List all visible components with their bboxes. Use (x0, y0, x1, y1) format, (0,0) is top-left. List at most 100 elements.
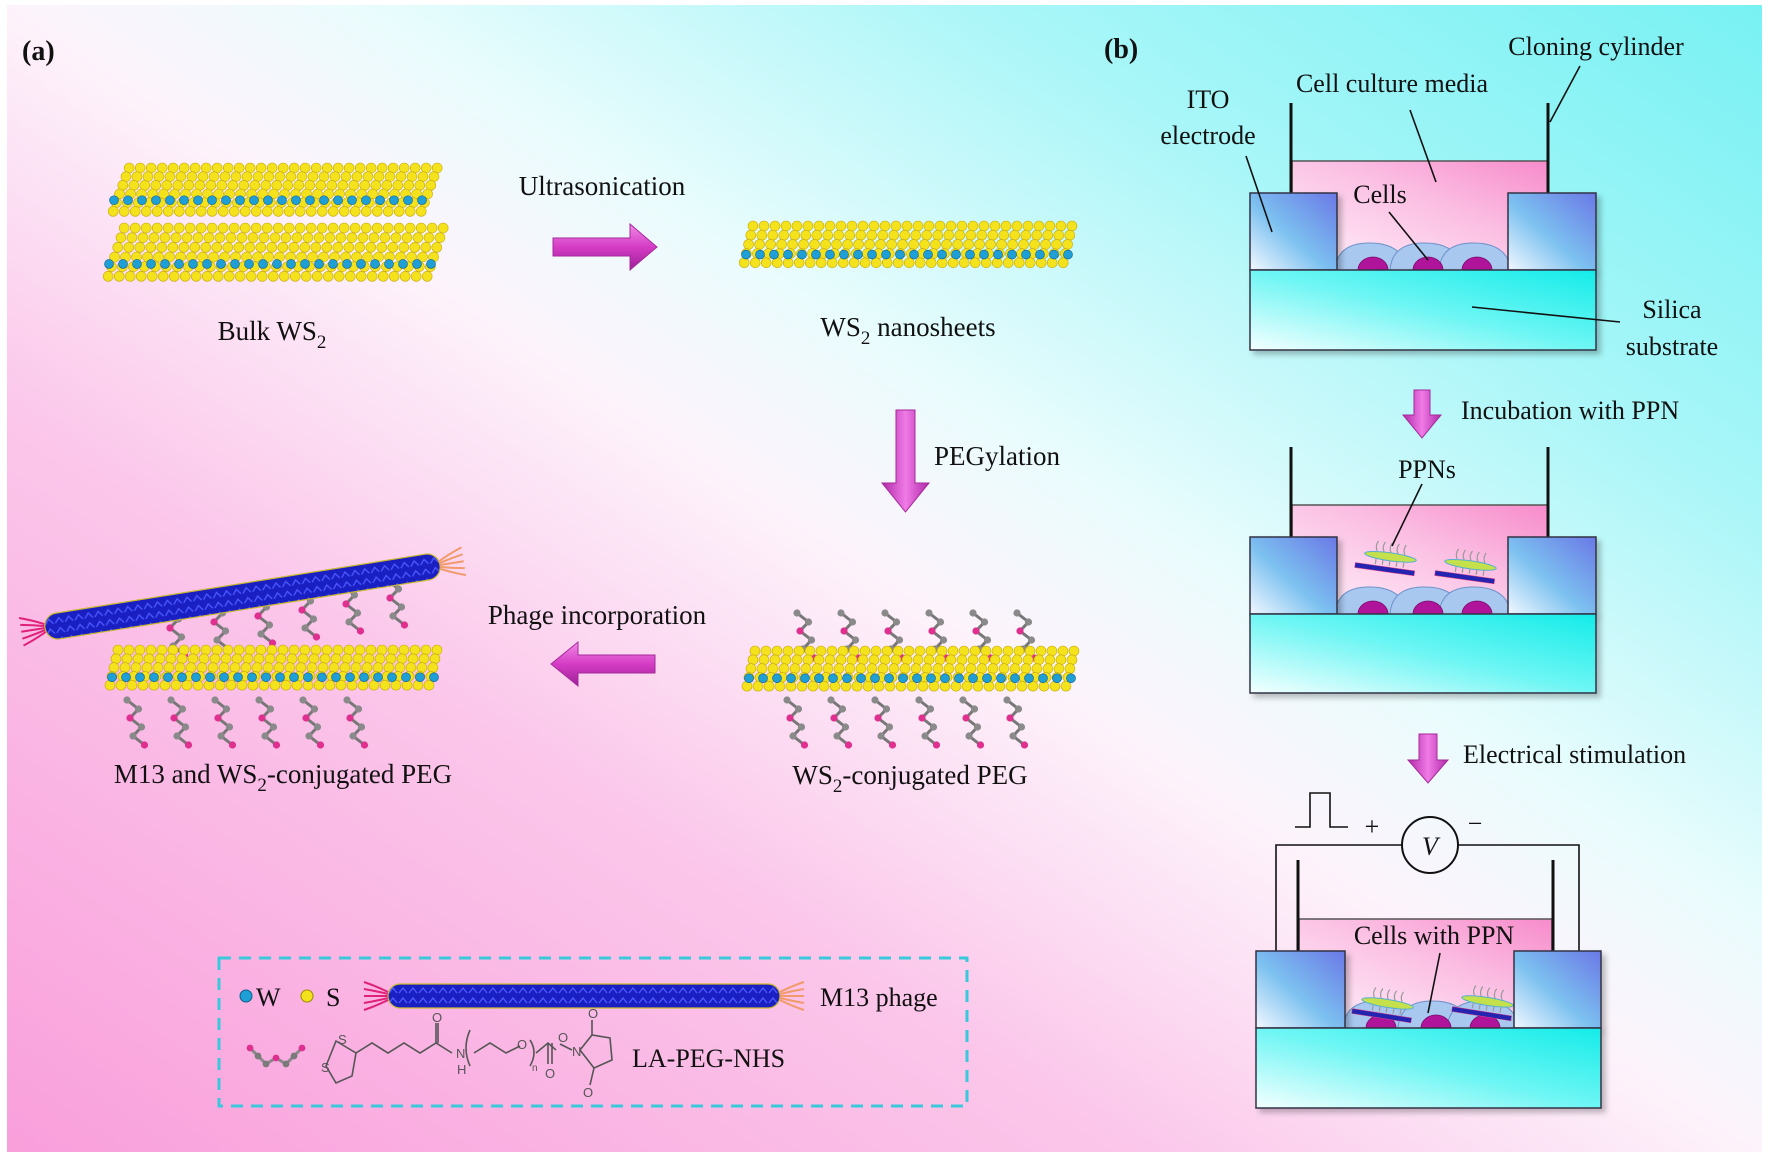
down-arrow-icon (1406, 733, 1450, 784)
svg-text:O: O (583, 1085, 593, 1100)
left-arrow-icon (550, 640, 656, 688)
peg-chain (1003, 696, 1029, 749)
legend-border (217, 956, 969, 1108)
cloning-cylinder-label: Cloning cylinder (1508, 32, 1684, 61)
peg-chain (167, 696, 193, 749)
culture-chamber-initial (1249, 103, 1597, 351)
ito-label-line2: electrode (1160, 121, 1255, 150)
cells (1334, 586, 1512, 615)
legend-w-label: W (256, 983, 281, 1012)
m13-ws2-peg-complex (18, 546, 467, 749)
legend-box: W S M13 phage (217, 956, 969, 1108)
ito-electrode-left (1249, 192, 1338, 271)
peg-molecule-icon (246, 1044, 306, 1068)
ws2-nanosheet (738, 220, 1078, 269)
ppn-phage (1451, 1006, 1512, 1022)
m13-phage (18, 546, 467, 647)
legend-la-peg-nhs-label: LA-PEG-NHS (632, 1044, 785, 1073)
peg-chain (211, 696, 237, 749)
bulk-ws2-crystal (102, 162, 449, 282)
peg-chain (915, 696, 941, 749)
la-peg-nhs-structure (325, 1020, 613, 1086)
plus-sign: + (1365, 812, 1380, 841)
peg-chain (959, 696, 985, 749)
m13-phage-icon (363, 981, 805, 1011)
ws2-layer (104, 644, 443, 691)
incubation-label: Incubation with PPN (1461, 396, 1679, 425)
cloning-cylinder-pointer (1549, 65, 1581, 123)
cells-with-ppn-pointer (1427, 952, 1441, 1014)
ppn-particle (1351, 987, 1414, 1024)
cell-culture-media-label: Cell culture media (1296, 69, 1489, 98)
ito-electrode-left (1255, 950, 1346, 1029)
ws2-layer (738, 220, 1078, 269)
s-atom-icon (300, 989, 314, 1003)
ultrasonication-label: Ultrasonication (519, 171, 686, 201)
panel-b-label: (b) (1104, 34, 1138, 65)
svg-text:N: N (572, 1044, 581, 1059)
ito-electrode-right (1507, 536, 1597, 615)
cells (1334, 242, 1512, 271)
svg-text:O: O (558, 1030, 568, 1045)
ito-label-line1: ITO (1187, 85, 1230, 114)
cell-nucleus (1412, 600, 1444, 615)
right-arrow-icon (552, 222, 658, 272)
ito-electrode-right (1507, 192, 1597, 271)
pegylation-label: PEGylation (934, 441, 1060, 471)
cell-nucleus (1412, 256, 1444, 271)
peg-chain (295, 588, 321, 641)
voltmeter-icon (1401, 816, 1459, 874)
ppn-phage (1354, 562, 1416, 577)
peg-chain (299, 696, 325, 749)
minus-sign: − (1468, 809, 1483, 838)
peg-chain (123, 696, 149, 749)
svg-text:N: N (456, 1046, 465, 1061)
ppn-particle (1451, 985, 1514, 1022)
culture-chamber-incubation (1249, 447, 1597, 694)
cell-nucleus (1357, 600, 1389, 615)
electrical-stimulation-label: Electrical stimulation (1463, 740, 1686, 769)
ws2-peg-sheet (741, 609, 1080, 749)
down-arrow-icon (1401, 389, 1443, 439)
culture-chamber-stimulation (1255, 860, 1602, 1109)
circuit-wire (1275, 844, 1580, 952)
legend-m13-label: M13 phage (820, 983, 938, 1012)
la-peg-nhs-atoms: S S O N H O n O O N O O (321, 1006, 598, 1100)
ws2-nanosheets-label: WS2 nanosheets (820, 312, 995, 349)
cells-label: Cells (1353, 180, 1406, 209)
ito-pointer (1245, 155, 1273, 233)
m13-ws2-peg-label: M13 and WS2-conjugated PEG (114, 759, 452, 796)
panel-a-label: (a) (22, 36, 55, 67)
media-pointer (1409, 109, 1437, 183)
cell-nucleus (1420, 1014, 1452, 1029)
stimulation-circuit: + − V (1275, 792, 1580, 952)
silica-substrate (1249, 613, 1597, 694)
m13-phage (363, 981, 805, 1011)
panel-a: (a) Bulk WS2 Ultrasonication WS2 nanoshe… (18, 36, 1080, 1108)
ppn-particle (1354, 540, 1417, 577)
cells-pointer (1388, 211, 1429, 261)
silica-pointer (1471, 306, 1621, 323)
peg-chain (255, 696, 281, 749)
peg-chain (343, 696, 369, 749)
voltmeter-label: V (1422, 832, 1441, 861)
cell-nucleus (1357, 256, 1389, 271)
ppns-label: PPNs (1398, 455, 1456, 484)
ws2-layer (107, 162, 443, 217)
svg-text:O: O (545, 1066, 555, 1081)
svg-text:H: H (457, 1062, 466, 1077)
ito-electrode-right (1513, 950, 1602, 1029)
ws2-conjugated-peg-label: WS2-conjugated PEG (792, 760, 1027, 797)
pulse-waveform-icon (1295, 792, 1348, 828)
ppns-pointer (1391, 483, 1423, 547)
ppn-particle (1434, 548, 1497, 585)
peg-chain (827, 696, 853, 749)
ws2-layer (102, 222, 449, 282)
peg-chain (783, 696, 809, 749)
ppn-phage (1351, 1008, 1412, 1024)
down-arrow-icon (880, 409, 931, 513)
svg-text:n: n (532, 1063, 538, 1074)
bulk-ws2-label: Bulk WS2 (218, 316, 327, 353)
ppn-phage (1434, 570, 1496, 585)
